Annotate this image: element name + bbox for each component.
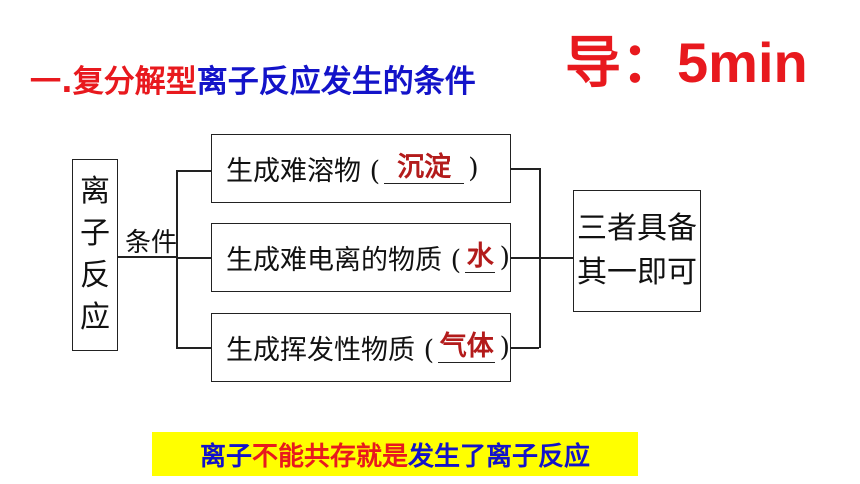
ion-reaction-box: 离 子 反 应	[72, 159, 118, 351]
condition-box-gas: 生成挥发性物质 (气体)	[211, 313, 511, 382]
ion-reaction-char: 反	[80, 258, 110, 293]
condition-paren: )	[499, 242, 510, 273]
banner-text-reaction: 发生了离子反应	[408, 441, 591, 472]
condition-box-water: 生成难电离的物质 (水)	[211, 223, 511, 292]
banner-text-coexist: 不能共存就是	[251, 441, 408, 472]
timer-label: 导：5min	[565, 31, 808, 94]
connector-branch-1	[176, 170, 211, 172]
summary-banner: 离子不能共存就是发生了离子反应	[152, 432, 638, 476]
connector-right-branch-3	[511, 347, 539, 349]
condition-text: 生成挥发性物质 (	[226, 335, 435, 366]
result-box: 三者具备 其一即可	[573, 190, 701, 312]
title-main: 离子反应发生的条件	[196, 64, 476, 100]
result-line: 其一即可	[577, 255, 697, 290]
condition-text: 生成难溶物 (	[226, 156, 381, 187]
ion-reaction-char: 子	[80, 216, 110, 251]
connector-branch-3	[176, 347, 211, 349]
condition-box-precipitate: 生成难溶物 (沉淀)	[211, 134, 511, 203]
answer-gas: 气体	[438, 331, 496, 363]
ion-reaction-char: 应	[80, 300, 110, 335]
banner-text-ions: 离子	[199, 441, 252, 472]
connector-left-vertical	[176, 170, 178, 348]
connector-right-branch-1	[511, 168, 539, 170]
title-prefix: 一.复分解型	[30, 64, 197, 100]
connector-right-branch-2	[511, 257, 539, 259]
answer-water: 水	[465, 241, 496, 273]
condition-paren: )	[468, 153, 479, 184]
condition-paren: )	[499, 332, 510, 363]
connector-left-horizontal	[118, 256, 176, 258]
ion-reaction-char: 离	[80, 174, 110, 209]
condition-text: 生成难电离的物质 (	[226, 245, 462, 276]
section-title: 一.复分解型离子反应发生的条件	[30, 56, 476, 101]
result-line: 三者具备	[577, 211, 697, 246]
answer-precipitate: 沉淀	[384, 153, 465, 184]
connector-branch-2	[176, 257, 211, 259]
connector-right-horizontal	[539, 257, 573, 259]
condition-label: 条件	[125, 228, 178, 258]
